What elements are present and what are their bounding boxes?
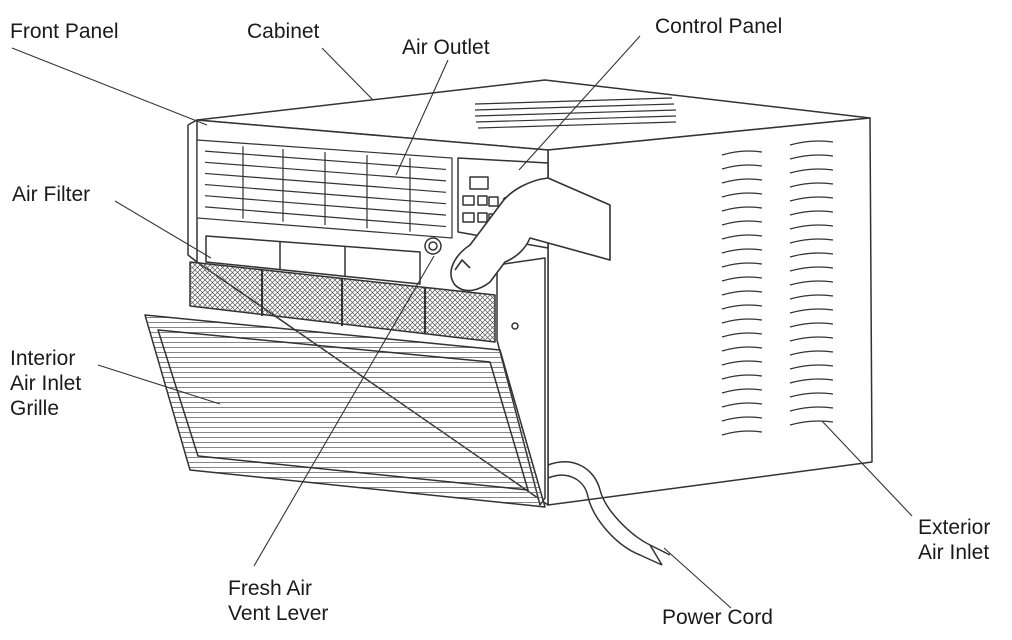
control-display: [469, 176, 489, 190]
label-exterior-air-inlet: Exterior Air Inlet: [918, 516, 991, 564]
leader-power-cord: [663, 547, 732, 609]
label-interior-air-inlet-grille: Interior Air Inlet Grille: [10, 347, 82, 420]
label-air-outlet: Air Outlet: [402, 36, 490, 59]
leader-air-filter: [114, 200, 212, 259]
leader-lines: [11, 35, 913, 609]
leader-front-panel: [11, 47, 208, 126]
interior-air-inlet-grille: [144, 314, 546, 508]
label-front-panel: Front Panel: [10, 20, 119, 43]
leader-interior-grille: [97, 364, 221, 405]
leader-air-outlet: [395, 59, 449, 176]
label-control-panel: Control Panel: [655, 15, 783, 38]
label-cabinet: Cabinet: [247, 20, 320, 43]
label-power-cord: Power Cord: [662, 606, 773, 629]
power-cord: [547, 461, 671, 556]
leader-fresh-air-lever: [253, 255, 435, 567]
exterior-air-inlet-louvers: [721, 140, 834, 436]
label-fresh-air-vent-lever: Fresh Air Vent Lever: [228, 577, 329, 625]
cabinet-side: [547, 117, 873, 506]
leader-exterior-inlet: [821, 420, 913, 517]
label-air-filter: Air Filter: [12, 183, 91, 206]
hand: [450, 177, 611, 292]
cabinet-top-vent: [474, 97, 677, 129]
leader-control-panel: [518, 35, 641, 171]
fresh-air-vent-lever: [424, 237, 442, 255]
filter-dividers: [261, 270, 426, 334]
air-outlet-louvers: [196, 139, 453, 239]
leader-cabinet: [321, 47, 374, 101]
